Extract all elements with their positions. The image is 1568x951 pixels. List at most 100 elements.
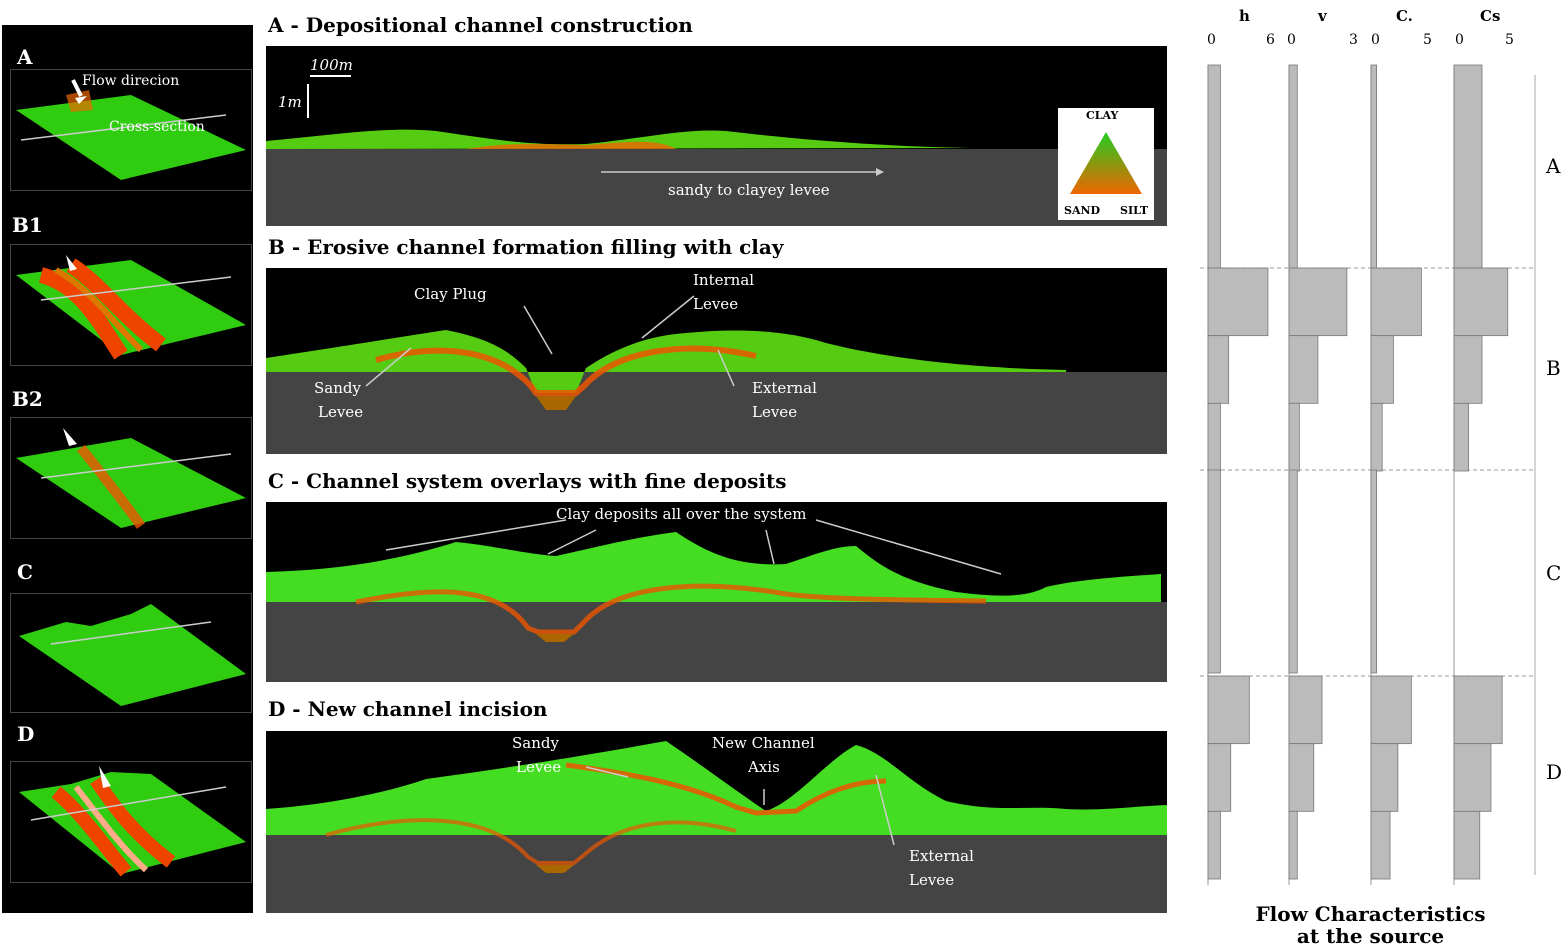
bar-Cs-D-1 [1453,743,1492,812]
bar-h-B-1 [1207,335,1230,404]
thumb-a [10,69,252,191]
chart-footer-line1: Flow Characteristics [1255,902,1486,926]
thumb-b1 [10,244,252,366]
tick-v-min: 0 [1287,32,1296,48]
internal-levee-label-1: Internal [693,271,755,289]
bar-C.-D-1 [1370,743,1399,812]
bar-h-B-0 [1207,267,1269,337]
scale-1m: 1m [278,93,302,111]
internal-levee-label-2: Levee [693,295,739,313]
external-levee-label-1: External [752,379,817,397]
new-channel-axis-label-1: New Channel [712,734,815,752]
bar-h-D-0 [1207,675,1250,745]
thumb-label-d: D [17,722,35,746]
chart-footer: Flow Characteristics at the source [1208,903,1533,947]
col-head-v: v [1318,7,1327,25]
d-external-levee-label-2: Levee [909,871,955,889]
bar-Cs-D-2 [1453,810,1481,880]
clay-plug-label: Clay Plug [414,285,487,303]
bar-Cs-D-0 [1453,675,1503,745]
d-external-levee-label-1: External [909,847,974,865]
thumb-label-c: C [17,560,33,584]
thumb-label-a: A [17,45,33,69]
col-head-cs: Cs [1480,7,1501,25]
bar-v-B-1 [1288,335,1319,404]
bar-h-C-0 [1207,469,1221,674]
ternary-silt: SILT [1120,204,1149,217]
thumb-a-surface [16,79,246,180]
flow-direction-label: Flow direcion [82,73,180,89]
thumb-b2-surface [16,428,246,529]
bar-v-D-0 [1288,675,1323,745]
section-a-title: A - Depositional channel construction [268,13,693,37]
bar-C.-D-0 [1370,675,1412,745]
bar-h-D-2 [1207,810,1221,880]
tick-h-min: 0 [1207,32,1216,48]
thumb-d [10,761,252,883]
bar-v-D-2 [1288,810,1298,880]
bar-h-D-1 [1207,743,1232,812]
thumb-d-surface [19,766,246,877]
new-channel-axis-label-2: Axis [748,758,780,776]
bar-C.-D-2 [1370,810,1391,880]
bar-C.-A-0 [1370,64,1377,269]
ternary-clay: CLAY [1086,109,1119,122]
tick-v-max: 3 [1349,32,1358,48]
section-c-profile [266,519,1167,682]
scale-100m: 100m [310,56,353,74]
section-d-profile [266,741,1167,913]
section-b-panel: Clay Plug Internal Levee Sandy Levee Ext… [266,268,1167,454]
bar-h-B-2 [1207,402,1221,472]
bar-v-B-2 [1288,402,1300,472]
bar-v-D-1 [1288,743,1315,812]
bar-C.-C-0 [1370,469,1377,674]
section-b-title: B - Erosive channel formation filling wi… [268,235,784,259]
tick-h-max: 6 [1266,32,1275,48]
tick-cs-max: 5 [1505,32,1514,48]
bar-C.-B-1 [1370,335,1394,404]
phase-label-c: C [1546,561,1562,585]
thumb-b2 [10,417,252,539]
section-c-panel: Clay deposits all over the system [266,502,1167,682]
tick-c-max: 5 [1423,32,1432,48]
phase-label-a: A [1546,154,1561,178]
sandy-levee-label-2: Levee [318,403,364,421]
section-a-profile [266,75,1167,226]
bar-v-B-0 [1288,267,1348,337]
thumb-c [10,593,252,713]
col-head-c: C. [1396,7,1413,25]
thumb-b1-surface [16,255,246,360]
bar-h-A-0 [1207,64,1221,269]
bar-Cs-B-0 [1453,267,1509,337]
thumb-c-surface [19,604,246,706]
bar-v-C-0 [1288,469,1298,674]
tick-c-min: 0 [1371,32,1380,48]
cross-section-label: Cross-section [109,119,205,135]
flow-characteristics-chart [1200,64,1536,885]
thumb-label-b1: B1 [12,213,43,237]
bar-Cs-B-1 [1453,335,1483,404]
bar-C.-B-2 [1370,402,1383,472]
d-sandy-levee-label-2: Levee [516,758,562,776]
section-a-panel: 100m 1m sandy to clayey levee CLAY SAND … [266,46,1167,226]
section-d-panel: Sandy Levee New Channel Axis External Le… [266,731,1167,913]
tick-cs-min: 0 [1455,32,1464,48]
clay-deposits-label: Clay deposits all over the system [556,505,807,523]
d-sandy-levee-label-1: Sandy [512,734,559,752]
chart-footer-line2: at the source [1296,924,1445,948]
col-head-h: h [1239,7,1250,25]
phase-label-d: D [1546,760,1563,784]
bar-C.-B-0 [1370,267,1422,337]
thumb-label-b2: B2 [12,387,43,411]
thumbnail-panel: A Flow direcion Cross-section B1 B2 [2,25,253,913]
section-d-title: D - New channel incision [268,697,548,721]
section-c-title: C - Channel system overlays with fine de… [268,469,787,493]
bar-v-A-0 [1288,64,1298,269]
ternary-sand: SAND [1064,204,1101,217]
phase-label-b: B [1546,356,1561,380]
bar-Cs-B-2 [1453,402,1469,472]
section-b-profile [266,295,1167,454]
sandy-levee-label-1: Sandy [314,379,361,397]
levee-note: sandy to clayey levee [668,181,830,199]
bar-Cs-A-0 [1453,64,1483,269]
